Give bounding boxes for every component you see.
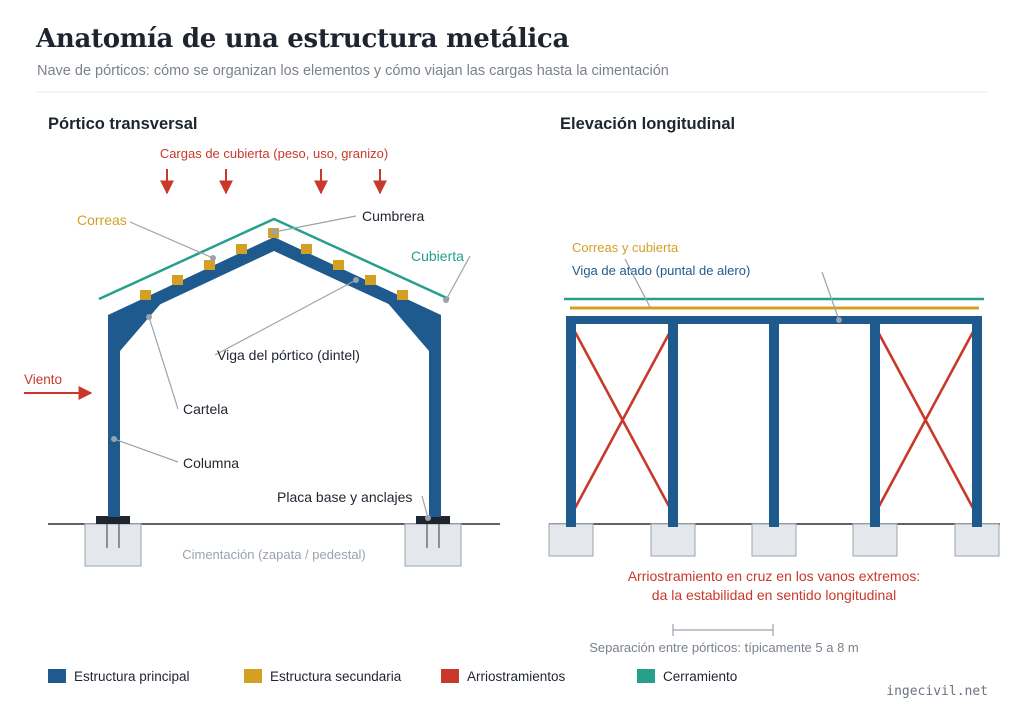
legend-label-cladding: Cerramiento	[663, 669, 737, 684]
page-subtitle: Nave de pórticos: cómo se organizan los …	[37, 63, 669, 79]
label-correas: Correas	[77, 212, 127, 228]
leader-dot	[271, 229, 277, 235]
purlin	[236, 244, 247, 254]
leader-dot	[425, 515, 431, 521]
leader-correas-cubierta	[624, 258, 651, 308]
eave-tie-beam	[566, 316, 982, 324]
base-plate	[416, 516, 450, 524]
purlin	[204, 260, 215, 270]
leader-dots-left	[111, 229, 449, 521]
roof-cladding	[98, 217, 450, 301]
purlin	[365, 275, 376, 285]
leader-correas	[129, 221, 214, 259]
right-foundation	[404, 516, 462, 567]
legend-swatch-bracing	[441, 669, 459, 683]
purlin	[397, 290, 408, 300]
leader-columna	[113, 438, 179, 463]
brace-diagonal	[572, 329, 673, 511]
cross-bracing	[572, 329, 976, 511]
leader-dot	[111, 436, 117, 442]
left-haunch	[112, 301, 163, 351]
portal-frame	[108, 237, 441, 517]
label-cartela: Cartela	[183, 401, 228, 417]
legend-swatch-secondary	[244, 669, 262, 683]
frame-column	[566, 317, 576, 527]
page-title: Anatomía de una estructura metálica	[36, 24, 570, 54]
longitudinal-elevation-panel: Elevación longitudinal Correas y cubiert…	[548, 115, 1000, 655]
label-viga-portico: Viga del pórtico (dintel)	[217, 347, 360, 363]
label-cumbrera: Cumbrera	[362, 208, 424, 224]
leader-cubierta	[445, 255, 471, 301]
foundation-footing	[84, 523, 142, 567]
foundation-footing	[548, 523, 594, 557]
leader-dot	[443, 297, 449, 303]
leader-cartela	[148, 316, 179, 410]
label-placa-base: Placa base y anclajes	[277, 489, 412, 505]
bracing-note-line-2: da la estabilidad en sentido longitudina…	[652, 587, 896, 603]
roof-loads-label: Cargas de cubierta (peso, uso, granizo)	[160, 146, 388, 161]
leader-dot	[836, 317, 842, 323]
leader-cumbrera	[273, 215, 357, 233]
legend-swatch-main	[48, 669, 66, 683]
leader-viga	[214, 279, 357, 356]
leader-dot	[146, 314, 152, 320]
foundation-footing	[404, 523, 462, 567]
left-rafter	[108, 237, 274, 326]
frame-column	[972, 317, 982, 527]
label-cubierta: Cubierta	[411, 248, 464, 264]
leader-dot	[353, 277, 359, 283]
purlin	[301, 244, 312, 254]
foundation-footing	[650, 523, 696, 557]
right-haunch	[386, 301, 437, 351]
site-credit: ingecivil.net	[886, 684, 988, 699]
purlin	[140, 290, 151, 300]
bracing-note-line-1: Arriostramiento en cruz en los vanos ext…	[628, 568, 921, 584]
elevation-frames	[566, 316, 982, 527]
leader-viga-atado	[821, 271, 840, 321]
longitudinal-elevation-heading: Elevación longitudinal	[560, 115, 735, 133]
left-foundation	[84, 516, 142, 567]
legend-label-main: Estructura principal	[74, 669, 190, 684]
transverse-frame-heading: Pórtico transversal	[48, 115, 197, 133]
leader-placa	[421, 495, 429, 519]
brace-diagonal	[875, 329, 976, 511]
base-plate	[96, 516, 130, 524]
foundation-footing	[852, 523, 898, 557]
leader-dot	[210, 255, 216, 261]
label-cimentacion: Cimentación (zapata / pedestal)	[182, 547, 366, 562]
transverse-frame-panel: Pórtico transversal Cargas de cubierta (…	[24, 115, 500, 567]
label-viga-atado: Viga de atado (puntal de alero)	[572, 263, 750, 278]
elevation-footings	[548, 523, 1000, 557]
leader-lines-left	[113, 215, 471, 519]
roof-load-arrows	[160, 169, 387, 195]
frame-column	[870, 317, 880, 527]
label-columna: Columna	[183, 455, 239, 471]
legend: Estructura principal Estructura secundar…	[48, 669, 737, 684]
frame-spacing-label: Separación entre pórticos: típicamente 5…	[589, 640, 859, 655]
foundation-footing	[751, 523, 797, 557]
frame-column	[769, 317, 779, 527]
frame-column	[668, 317, 678, 527]
legend-label-bracing: Arriostramientos	[467, 669, 566, 684]
foundation-footing	[954, 523, 1000, 557]
frame-spacing-dimension	[672, 624, 774, 636]
right-column	[429, 315, 441, 517]
purlin	[172, 275, 183, 285]
legend-swatch-cladding	[637, 669, 655, 683]
purlin	[333, 260, 344, 270]
legend-label-secondary: Estructura secundaria	[270, 669, 402, 684]
label-viento: Viento	[24, 372, 62, 387]
label-correas-cubierta: Correas y cubierta	[572, 240, 679, 255]
left-column	[108, 315, 120, 517]
